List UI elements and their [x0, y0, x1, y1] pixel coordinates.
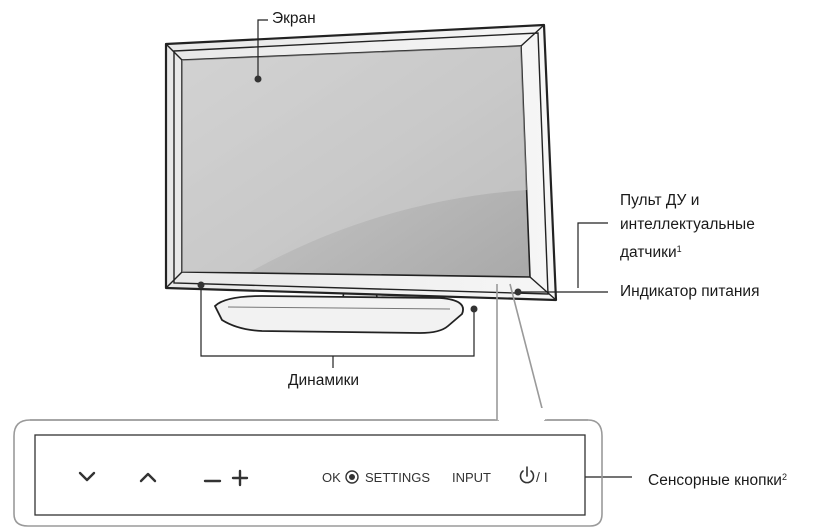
zoom-callout [13, 283, 603, 527]
tv-screen [181, 45, 531, 278]
power-indicator-label: Индикатор питания [620, 283, 760, 300]
settings-button-label: SETTINGS [365, 470, 431, 485]
footnote-2: 2 [781, 472, 787, 482]
ok-button-label: OK [322, 470, 341, 485]
plus-icon [231, 469, 249, 487]
tv-frame [164, 23, 558, 302]
remote-sensor-text: датчики [620, 244, 677, 261]
speakers-label: Динамики [288, 372, 360, 389]
remote-sensor-label-line2: интеллектуальные [620, 216, 755, 233]
touch-panel [34, 434, 586, 516]
touch-buttons-label: Сенсорные кнопки2 [648, 466, 787, 492]
radio-dot-icon [345, 470, 359, 484]
touch-buttons-text: Сенсорные кнопки [648, 472, 782, 489]
power-separator: / I [536, 469, 548, 485]
input-button-label: INPUT [452, 470, 491, 485]
footnote-1: 1 [676, 244, 682, 254]
power-icon [519, 466, 535, 484]
remote-sensor-label-line3: датчики1 [620, 238, 682, 264]
chevron-down-icon [78, 471, 96, 482]
screen-label: Экран [272, 10, 316, 27]
leader-lines [200, 19, 632, 478]
remote-sensor-label-line1: Пульт ДУ и [620, 192, 700, 209]
chevron-up-icon [139, 472, 157, 483]
